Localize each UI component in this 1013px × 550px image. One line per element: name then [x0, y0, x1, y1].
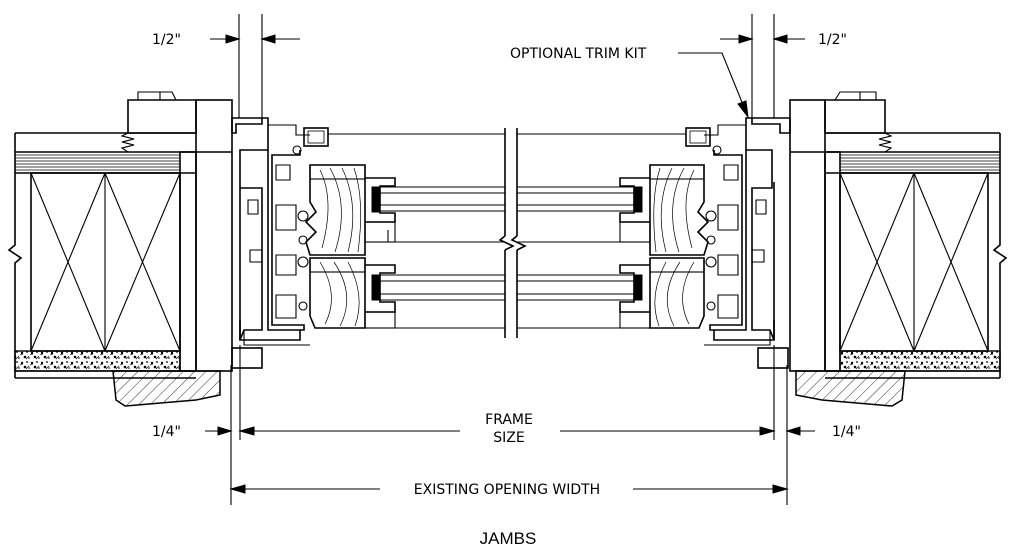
left-window-frame — [231, 117, 329, 369]
trim-kit-label: OPTIONAL TRIM KIT — [510, 46, 647, 62]
left-siding-lines — [15, 154, 180, 171]
frame-size-label-line1: FRAME — [485, 412, 533, 428]
left-interior-trim — [112, 370, 221, 407]
dim-top-left: 1/2" — [152, 32, 181, 48]
left-lower-glazing-bead — [371, 274, 381, 301]
right-siding-lines — [840, 154, 1000, 171]
left-lower-sash — [309, 257, 396, 329]
right-jamb-post — [789, 99, 826, 372]
left-head-block — [303, 127, 329, 147]
labels: 1/2" 1/2" OPTIONAL TRIM KIT 1/4" 1/4" FR… — [152, 32, 861, 548]
drawing-title: JAMBS — [480, 529, 537, 548]
right-head-block — [685, 127, 711, 147]
left-upper-glazing-bead — [371, 186, 381, 213]
right-spring — [878, 132, 893, 153]
left-upper-sash — [304, 164, 396, 256]
right-lower-sash — [619, 257, 705, 329]
right-window-frame — [685, 117, 791, 369]
left-drywall — [14, 350, 181, 372]
opening-width-label: EXISTING OPENING WIDTH — [414, 482, 600, 498]
right-brick-mould — [824, 99, 886, 134]
right-upper-glazing-bead — [633, 186, 643, 213]
dim-bottom-left: 1/4" — [152, 424, 181, 440]
right-drywall — [839, 350, 1001, 372]
right-bottom-block — [757, 347, 789, 369]
break-line — [498, 128, 527, 338]
left-bottom-block — [231, 347, 263, 369]
frame-size-label-line2: SIZE — [493, 430, 524, 446]
glass-panes — [328, 133, 686, 329]
left-brick-mould — [127, 99, 197, 134]
left-jamb-post — [195, 99, 233, 372]
right-lower-glazing-bead — [633, 274, 643, 301]
right-wall — [789, 91, 1008, 407]
left-wall — [7, 91, 233, 407]
dim-top-right: 1/2" — [818, 32, 847, 48]
right-interior-trim — [795, 370, 906, 407]
left-spring — [120, 132, 135, 153]
dim-bottom-right: 1/4" — [832, 424, 861, 440]
dimension-lines — [205, 14, 815, 505]
right-upper-sash — [619, 164, 710, 256]
